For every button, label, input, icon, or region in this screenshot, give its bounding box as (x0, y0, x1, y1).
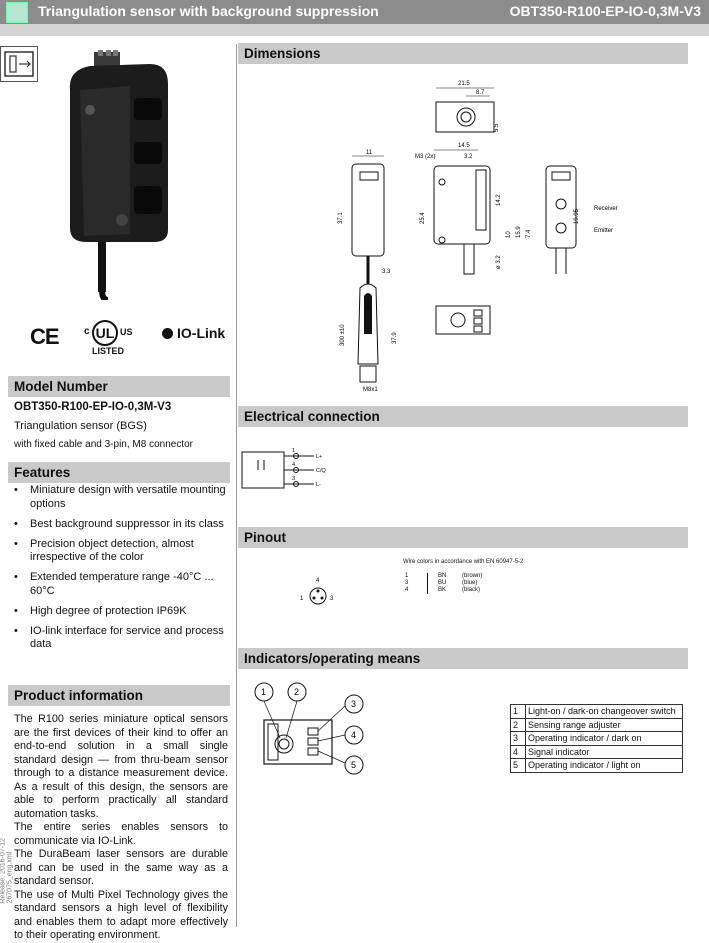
issue-date-code: Date of issue: 2016-07-12 · Release: 201… (0, 833, 14, 904)
wire-pin: 4 (405, 587, 409, 593)
dim-14-2: 14.2 (496, 194, 502, 206)
dim-14-5: 14.5 (458, 143, 470, 149)
product-information-text: The R100 series miniature optical sensor… (14, 713, 228, 943)
certifications: CE UL c US LISTED IO-Link (20, 318, 230, 362)
wire-colors-title: Wire colors in accordance with EN 60947-… (403, 559, 524, 565)
callout-number: 1 (261, 687, 266, 697)
signal-label: L+ (316, 454, 322, 460)
callout-number: 2 (294, 687, 299, 697)
dim-37-1: 37.1 (338, 212, 344, 224)
wiring-diagram: 1 4 3 L+ C/Q L- (241, 448, 327, 489)
wire-color: (blue) (462, 580, 478, 586)
callout-number: 5 (351, 760, 356, 770)
dim-37-9: 37.9 (392, 332, 398, 344)
indicators-drawing: 1 2 3 4 5 (254, 682, 364, 775)
dim-7-4: 7.4 (526, 229, 532, 238)
signal-label: C/Q (316, 468, 327, 474)
wire-color: (black) (462, 587, 481, 593)
feature-item: Best background suppressor in its class (14, 518, 228, 532)
model-connector-note: with fixed cable and 3-pin, M8 connector (14, 439, 193, 450)
feature-item: Extended temperature range -40°C ... 60°… (14, 571, 228, 598)
section-model-number: Model Number (8, 376, 230, 397)
pin-number: 3 (292, 476, 295, 482)
dim-3-2b: ø 3.2 (496, 255, 502, 269)
wire-pin: 1 (405, 573, 409, 579)
pinout-label: 3 (330, 596, 334, 602)
dim-3-3: 3.3 (382, 269, 391, 275)
dimensions-drawing: 21.5 8.7 5.5 14.5 3.2 M3 (2x) 25.4 14.2 … (338, 81, 618, 393)
section-pinout: Pinout (238, 527, 688, 548)
pinout-connector-icon: 4 1 3 (300, 578, 334, 605)
dim-21-5: 21.5 (458, 81, 470, 87)
dim-25-4: 25.4 (420, 212, 426, 224)
pin-number: 1 (292, 448, 295, 454)
dim-m8: M8x1 (363, 387, 378, 393)
feature-item: Precision object detection, almost irres… (14, 538, 228, 565)
dim-3-2: 3.2 (464, 154, 473, 160)
product-info-paragraph: The use of Multi Pixel Technology gives … (14, 888, 228, 942)
section-features: Features (8, 462, 230, 483)
dim-19-95: 19.95 (574, 208, 580, 224)
section-dimensions: Dimensions (238, 43, 688, 64)
header-accent-square (6, 2, 28, 23)
callout-number: 3 (351, 699, 356, 709)
pin-number: 4 (292, 462, 295, 468)
ce-mark: CE (30, 324, 60, 349)
feature-list: Miniature design with versatile mounting… (14, 484, 228, 658)
emitter-label: Emitter (594, 228, 613, 234)
product-info-paragraph: The R100 series miniature optical sensor… (14, 713, 228, 820)
model-code: OBT350-R100-EP-IO-0,3M-V3 (14, 401, 172, 413)
signal-label: L- (316, 482, 321, 488)
feature-item: IO-link interface for service and proces… (14, 625, 228, 652)
callout-number: 4 (351, 730, 356, 740)
dim-m3: M3 (2x) (415, 154, 435, 160)
ul-listed: LISTED (92, 346, 125, 356)
ul-c: c (84, 326, 90, 337)
section-product-information: Product information (8, 685, 230, 706)
feature-item: Miniature design with versatile mounting… (14, 484, 228, 511)
ul-us: US (120, 327, 133, 337)
iolink-icon (162, 328, 173, 339)
header-subbar (0, 24, 709, 36)
section-indicators: Indicators/operating means (238, 648, 688, 669)
receiver-label: Receiver (594, 206, 618, 212)
page-title: Triangulation sensor with background sup… (38, 3, 379, 19)
feature-item: High degree of protection IP69K (14, 605, 228, 619)
dim-11: 11 (366, 150, 373, 156)
wire-code: BU (438, 580, 447, 586)
wire-code: BK (438, 587, 447, 593)
wire-pin: 3 (405, 580, 409, 586)
pinout-label: 1 (300, 596, 304, 602)
column-divider (236, 44, 237, 927)
wire-color-table: 1 BN (brown) 3 BU (blue) 4 BK (black) (405, 573, 482, 594)
product-info-paragraph: The DuraBeam laser sensors are durable a… (14, 848, 228, 887)
pinout-label: 4 (316, 578, 320, 584)
iolink-label: IO-Link (177, 325, 226, 341)
product-photo (69, 50, 168, 300)
dim-5-5: 5.5 (494, 123, 500, 132)
dim-8-7: 8.7 (476, 90, 485, 96)
dim-300: 300 ±10 (340, 324, 346, 346)
header-model: OBT350-R100-EP-IO-0,3M-V3 (509, 3, 701, 19)
wire-color: (brown) (462, 573, 483, 579)
product-info-paragraph: The entire series enables sensors to com… (14, 821, 228, 847)
section-electrical-connection: Electrical connection (238, 406, 688, 427)
model-description: Triangulation sensor (BGS) (14, 420, 147, 432)
wire-code: BN (438, 573, 447, 579)
dim-10: 10 (506, 231, 512, 238)
dim-15-9: 15.9 (516, 226, 522, 238)
sensor-type-logo-icon (0, 46, 38, 82)
ul-logo-icon: UL (92, 320, 118, 346)
header-bar: Triangulation sensor with background sup… (0, 0, 709, 24)
